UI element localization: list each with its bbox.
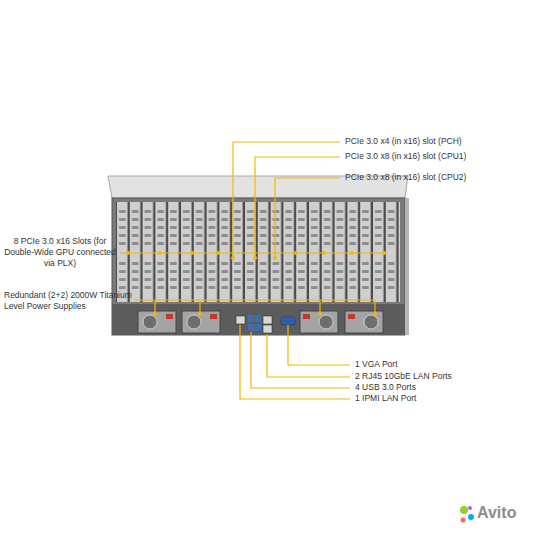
slot-callout: PCIe 3.0 x4 (in x16) slot (PCH)	[345, 136, 462, 147]
pcie-slots	[116, 202, 400, 302]
bottom-strip	[112, 304, 405, 335]
port-callout: 1 IPMI LAN Port	[355, 393, 416, 404]
rear-panel	[112, 198, 405, 335]
port-callout: 1 VGA Port	[355, 359, 398, 370]
power-supplies	[138, 311, 383, 333]
leader-dots	[126, 251, 386, 316]
port-callout: 4 USB 3.0 Ports	[355, 382, 416, 393]
chassis-side	[405, 198, 409, 335]
psu-callout: Redundant (2+2) 2000W Titanium Level Pow…	[4, 290, 132, 312]
slot-callout: PCIe 3.0 x8 (in x16) slot (CPU2)	[345, 172, 466, 183]
watermark-logo	[460, 506, 474, 523]
slot-callout: 8 PCIe 3.0 x16 Slots (for Double-Wide GP…	[2, 236, 118, 269]
watermark: Avito	[477, 504, 516, 522]
port-callout: 2 RJ45 10GbE LAN Ports	[355, 371, 452, 382]
io-ports	[236, 315, 295, 333]
slot-callout: PCIe 3.0 x8 (in x16) slot (CPU1)	[345, 151, 466, 162]
